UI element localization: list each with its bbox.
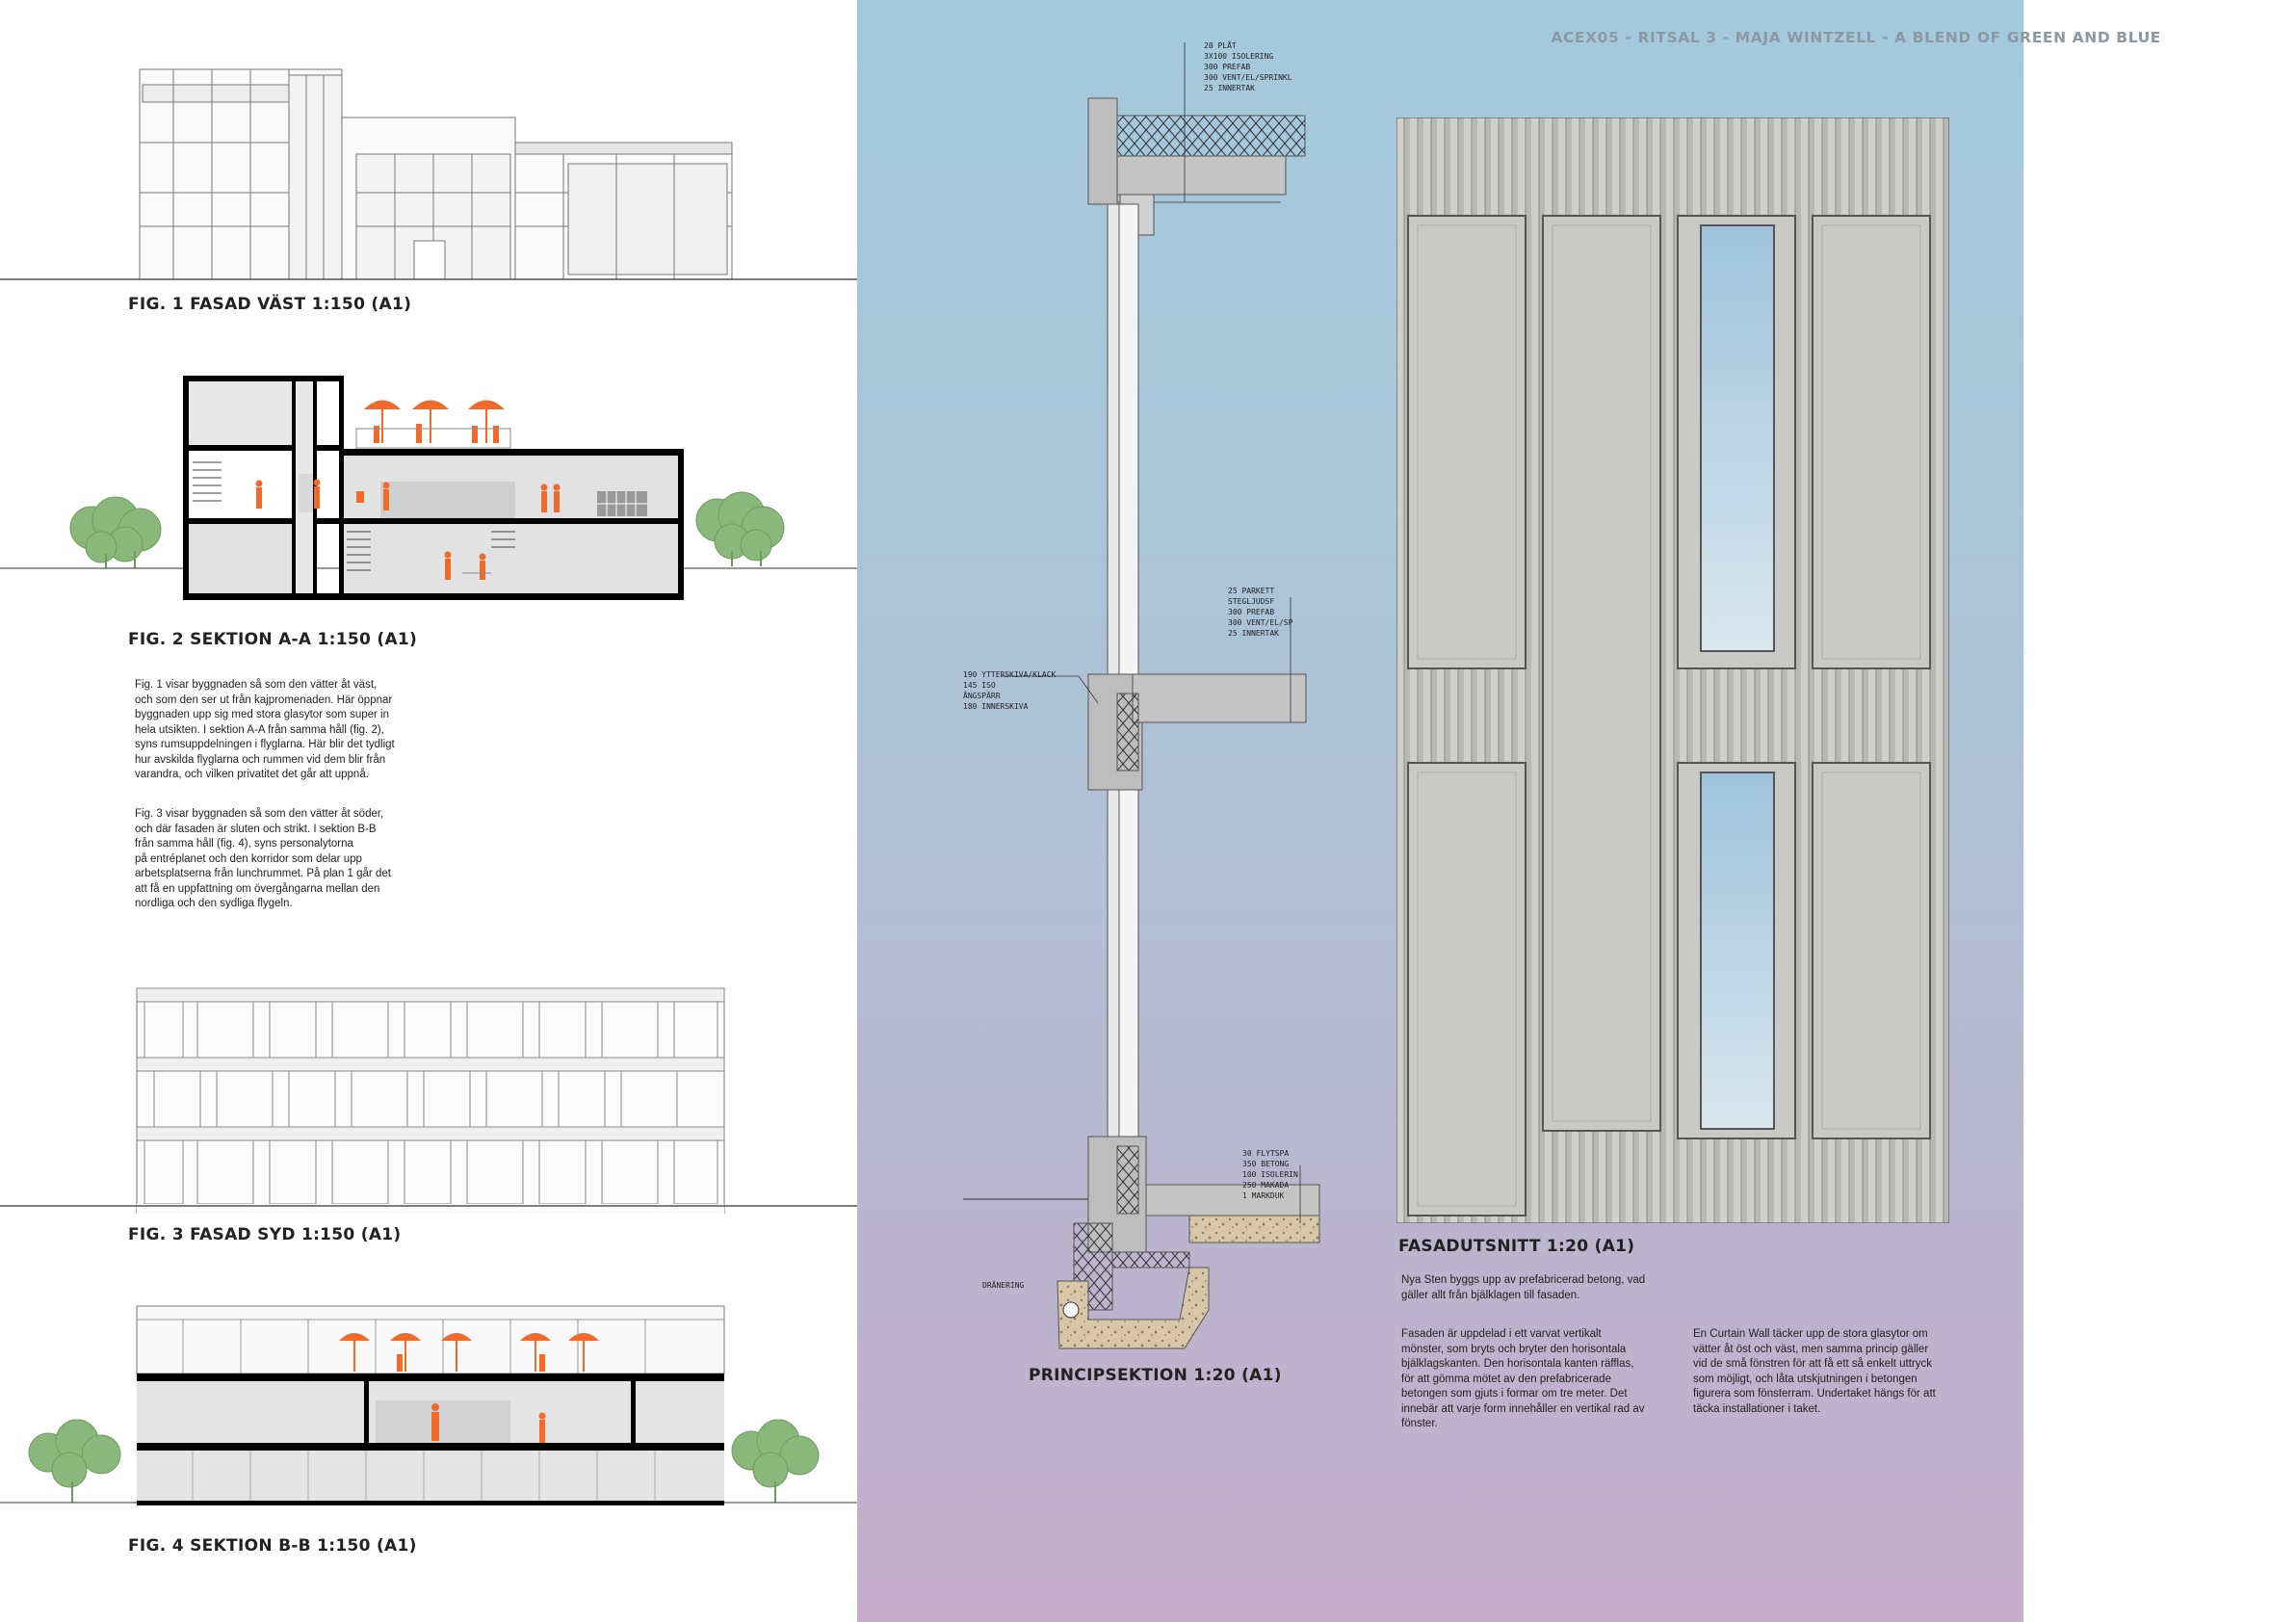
fig3-caption: FIG. 3 FASAD SYD 1:150 (A1) <box>128 1225 402 1244</box>
roof-label-2: 3X100 ISOLERING <box>1204 52 1273 61</box>
fasadutsnitt-drawing <box>1396 117 1950 1224</box>
ground-label-1: 30 FLYTSPA <box>1242 1149 1289 1158</box>
fasad-col1-text: Fasaden är uppdelad i ett varvat vertika… <box>1401 1328 1645 1429</box>
fig1-caption: FIG. 1 FASAD VÄST 1:150 (A1) <box>128 295 412 314</box>
left-paragraph-2: Fig. 3 visar byggnaden så som den vätter… <box>135 808 391 909</box>
wall-label-2: 145 ISO <box>963 681 996 690</box>
roof-label-3: 300 PREFAB <box>1204 63 1250 71</box>
wall-layer-labels: 190 YTTERSKIVA/KLACK 145 ISO ÅNGSPÄRR 18… <box>963 670 1057 711</box>
floor-label-1: 25 PARKETT <box>1228 587 1274 595</box>
floor-label-2: STEGLJUDSF <box>1228 597 1274 606</box>
principsektion-caption: PRINCIPSEKTION 1:20 (A1) <box>1029 1366 1282 1385</box>
ground-label-5: 1 MARKDUK <box>1242 1191 1285 1200</box>
wall-label-1: 190 YTTERSKIVA/KLACK <box>963 670 1057 679</box>
principsektion-drawing <box>944 29 1329 1358</box>
roof-label-4: 300 VENT/EL/SPRINKL <box>1204 73 1292 82</box>
fig2-section-aa-drawing <box>0 366 857 616</box>
floor-label-3: 300 PREFAB <box>1228 608 1274 616</box>
floor-label-4: 300 VENT/EL/SP <box>1228 618 1293 627</box>
ground-label-3: 100 ISOLERIN <box>1242 1170 1298 1179</box>
wall-label-3: ÅNGSPÄRR <box>963 690 1001 700</box>
fig2-caption: FIG. 2 SEKTION A-A 1:150 (A1) <box>128 630 418 649</box>
drainage-label: DRÄNERING <box>982 1280 1025 1290</box>
sheet-header-title: ACEX05 - RITSAL 3 - MAJA WINTZELL - A BL… <box>1551 29 2161 46</box>
roof-label-1: 20 PLÅT <box>1204 39 1237 50</box>
ground-label-4: 250 MAKADA <box>1242 1181 1289 1190</box>
fig1-facade-west-drawing <box>0 58 857 289</box>
fig4-caption: FIG. 4 SEKTION B-B 1:150 (A1) <box>128 1536 417 1556</box>
drainage-label-text: DRÄNERING <box>982 1280 1025 1290</box>
left-paragraph-1: Fig. 1 visar byggnaden så som den vätter… <box>135 679 395 780</box>
ground-layer-labels: 30 FLYTSPA 350 BETONG 100 ISOLERIN 250 M… <box>1242 1149 1298 1200</box>
floor-layer-labels: 25 PARKETT STEGLJUDSF 300 PREFAB 300 VEN… <box>1228 587 1293 638</box>
fasad-col2-text: En Curtain Wall täcker upp de stora glas… <box>1693 1328 1936 1415</box>
floor-label-5: 25 INNERTAK <box>1228 629 1279 638</box>
roof-layer-labels: 20 PLÅT 3X100 ISOLERING 300 PREFAB 300 V… <box>1204 39 1292 92</box>
fasadutsnitt-caption: FASADUTSNITT 1:20 (A1) <box>1398 1237 1635 1256</box>
fig3-facade-south-drawing <box>0 982 857 1230</box>
ground-label-2: 350 BETONG <box>1242 1160 1289 1168</box>
fig4-section-bb-drawing <box>0 1298 857 1530</box>
roof-label-5: 25 INNERTAK <box>1204 84 1255 92</box>
fasad-intro-text: Nya Sten byggs upp av prefabricerad beto… <box>1401 1274 1646 1301</box>
wall-label-4: 180 INNERSKIVA <box>963 702 1029 711</box>
